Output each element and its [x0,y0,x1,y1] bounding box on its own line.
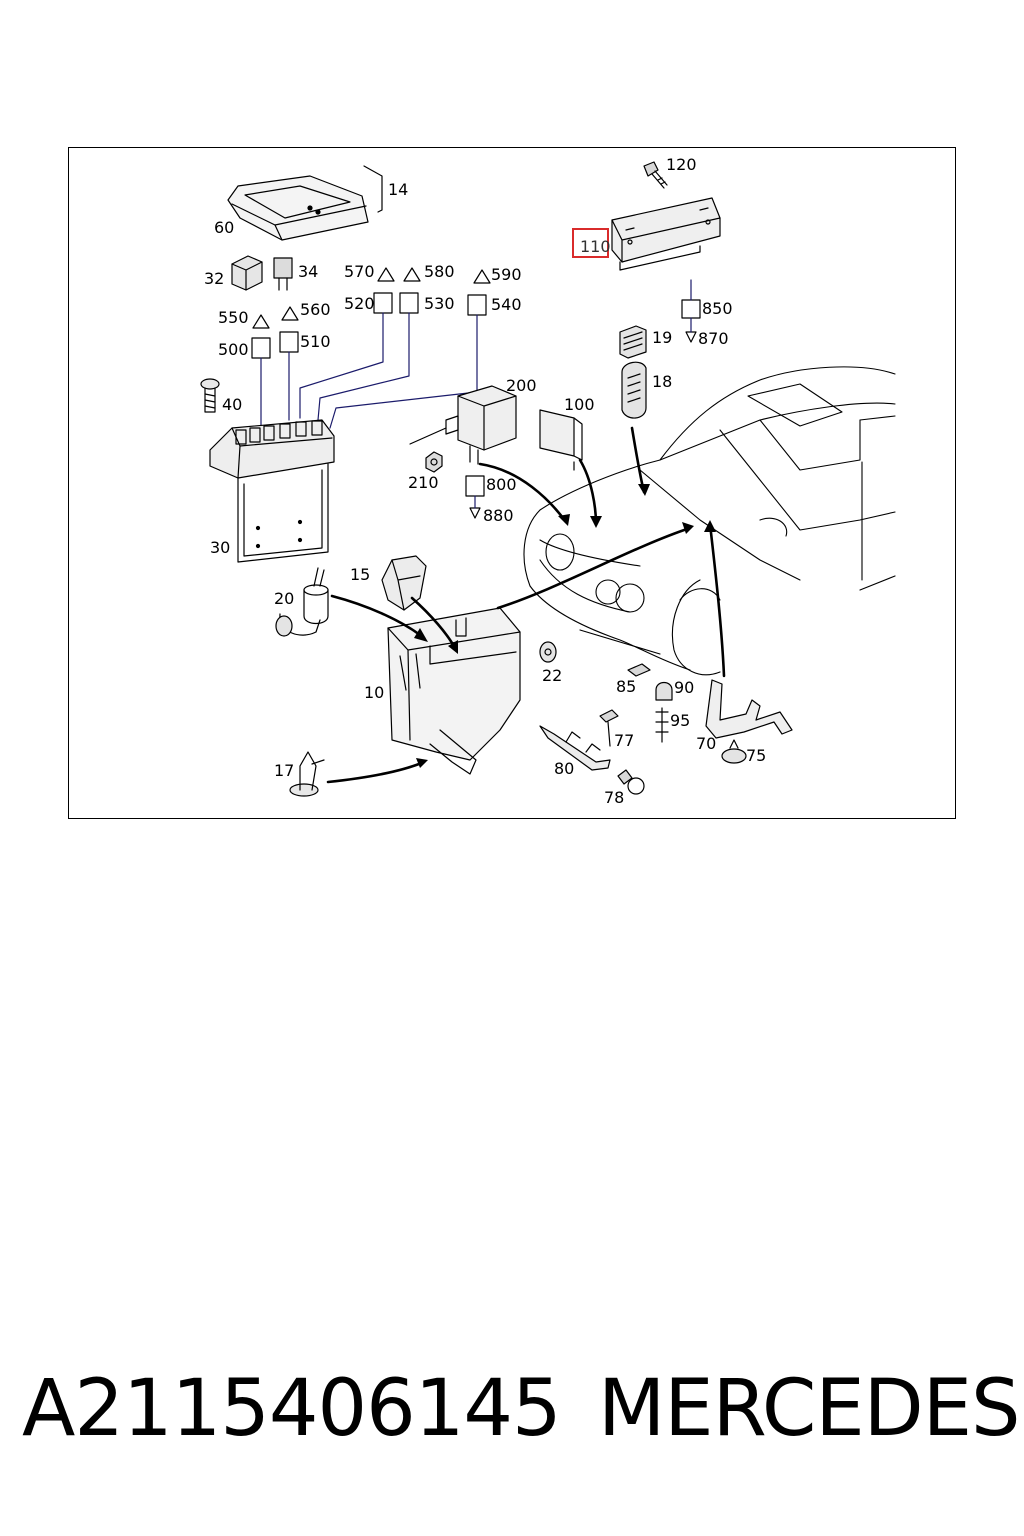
control-module-110 [611,197,721,271]
sensor-17 [289,751,325,797]
part-label-550: 550 [218,308,249,327]
car-outline [523,366,896,676]
part-label-70: 70 [696,734,717,753]
part-label-80: 80 [554,759,575,778]
part-label-95: 95 [670,711,691,730]
part-label-19: 19 [652,328,673,347]
bracket-80 [539,725,611,771]
part-label-40: 40 [222,395,243,414]
part-label-110: 110 [580,237,611,256]
part-label-77: 77 [614,731,635,750]
part-label-870: 870 [698,329,729,348]
part-label-530: 530 [424,294,455,313]
grommet-22 [539,641,557,663]
part-label-18: 18 [652,372,673,391]
part-label-880: 880 [483,506,514,525]
part-label-120: 120 [666,155,697,174]
cover-19 [619,325,647,359]
part-label-590: 590 [491,265,522,284]
part-label-570: 570 [344,262,375,281]
connector-wires [260,279,692,509]
part-label-15: 15 [350,565,371,584]
reservoir-10 [387,607,521,775]
arrow-heads [414,484,716,768]
module-100 [539,409,583,471]
part-label-32: 32 [204,269,225,288]
part-label-510: 510 [300,332,331,351]
fuse-34 [273,257,293,291]
part-label-10: 10 [364,683,385,702]
part-label-580: 580 [424,262,455,281]
relay-32 [231,255,263,291]
part-label-850: 850 [702,299,733,318]
part-label-85: 85 [616,677,637,696]
part-label-210: 210 [408,473,439,492]
bracket-15 [381,555,427,611]
brand-name: MERCEDES [598,1364,1020,1454]
cover-18 [621,361,647,419]
highlight-box [572,228,609,258]
part-label-20: 20 [274,589,295,608]
part-label-17: 17 [274,761,295,780]
part-label-78: 78 [604,788,625,807]
bolt-120 [643,161,668,189]
part-label-500: 500 [218,340,249,359]
fuse-box-cover [227,175,369,241]
bracket-70 [705,679,793,739]
clip-part [363,165,383,213]
pump-20 [275,567,329,637]
part-label-60: 60 [214,218,235,237]
part-label-34: 34 [298,262,319,281]
part-label-75: 75 [746,746,767,765]
part-label-30: 30 [210,538,231,557]
screw-40 [200,378,220,413]
part-label-520: 520 [344,294,375,313]
diagram-frame [68,147,956,819]
part-label-90: 90 [674,678,695,697]
clip-75 [721,739,747,764]
small-parts [599,663,673,795]
part-label-200: 200 [506,376,537,395]
part-label-100: 100 [564,395,595,414]
part-label-560: 560 [300,300,331,319]
part-label-800: 800 [486,475,517,494]
part-label-22: 22 [542,666,563,685]
relay-200 [409,385,517,465]
connector-icons [251,267,701,519]
fuse-box-30 [209,419,335,563]
nut-210 [425,451,443,473]
part-label-540: 540 [491,295,522,314]
flow-arrows [326,426,726,784]
part-number: A2115406145 [22,1364,562,1454]
part-label-14: 14 [388,180,409,199]
